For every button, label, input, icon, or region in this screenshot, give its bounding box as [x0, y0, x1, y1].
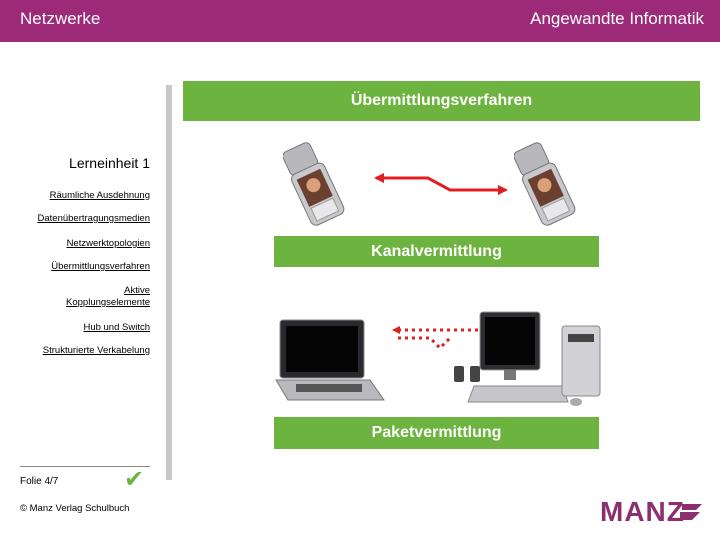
course-title: Netzwerke [20, 9, 100, 29]
sidebar-item-datenuebertragungsmedien[interactable]: Datenübertragungsmedien [38, 213, 151, 225]
divider [166, 85, 172, 480]
phone-right-image [514, 135, 584, 230]
sidebar-title: Lerneinheit 1 [69, 155, 150, 171]
paket-text: Paketvermittlung [372, 424, 502, 442]
sidebar-item-strukturierte-verkabelung[interactable]: Strukturierte Verkabelung [43, 345, 150, 357]
laptop-image [274, 318, 386, 408]
manz-logo-mark-icon [678, 500, 706, 524]
slide-number: Folie 4/7 [20, 476, 58, 487]
phone-left-image [283, 135, 353, 230]
sidebar-item-raeumliche-ausdehnung[interactable]: Räumliche Ausdehnung [50, 190, 150, 202]
slide-title-bar: Übermittlungsverfahren [183, 81, 700, 121]
sidebar-item-kopplungselemente[interactable]: Kopplungselemente [66, 297, 150, 309]
desktop-computer-image [452, 308, 612, 408]
circuit-arrow-icon [372, 168, 510, 198]
sidebar-item-netzwerktopologien[interactable]: Netzwerktopologien [67, 238, 150, 250]
manz-logo[interactable]: MANZ [600, 496, 685, 528]
top-banner: Netzwerke Angewandte Informatik [0, 0, 720, 42]
kanalvermittlung-label: Kanalvermittlung [274, 236, 599, 267]
subject-title: Angewandte Informatik [530, 9, 704, 29]
check-icon: ✔ [124, 468, 144, 492]
sidebar-item-uebermittlungsverfahren[interactable]: Übermittlungsverfahren [51, 261, 150, 273]
copyright-text: © Manz Verlag Schulbuch [20, 503, 129, 514]
kanal-text: Kanalvermittlung [371, 243, 502, 261]
slide-title: Übermittlungsverfahren [351, 92, 532, 110]
sidebar-item-hub-und-switch[interactable]: Hub und Switch [83, 322, 150, 334]
sidebar-item-aktive[interactable]: Aktive [124, 285, 150, 297]
paketvermittlung-label: Paketvermittlung [274, 417, 599, 449]
